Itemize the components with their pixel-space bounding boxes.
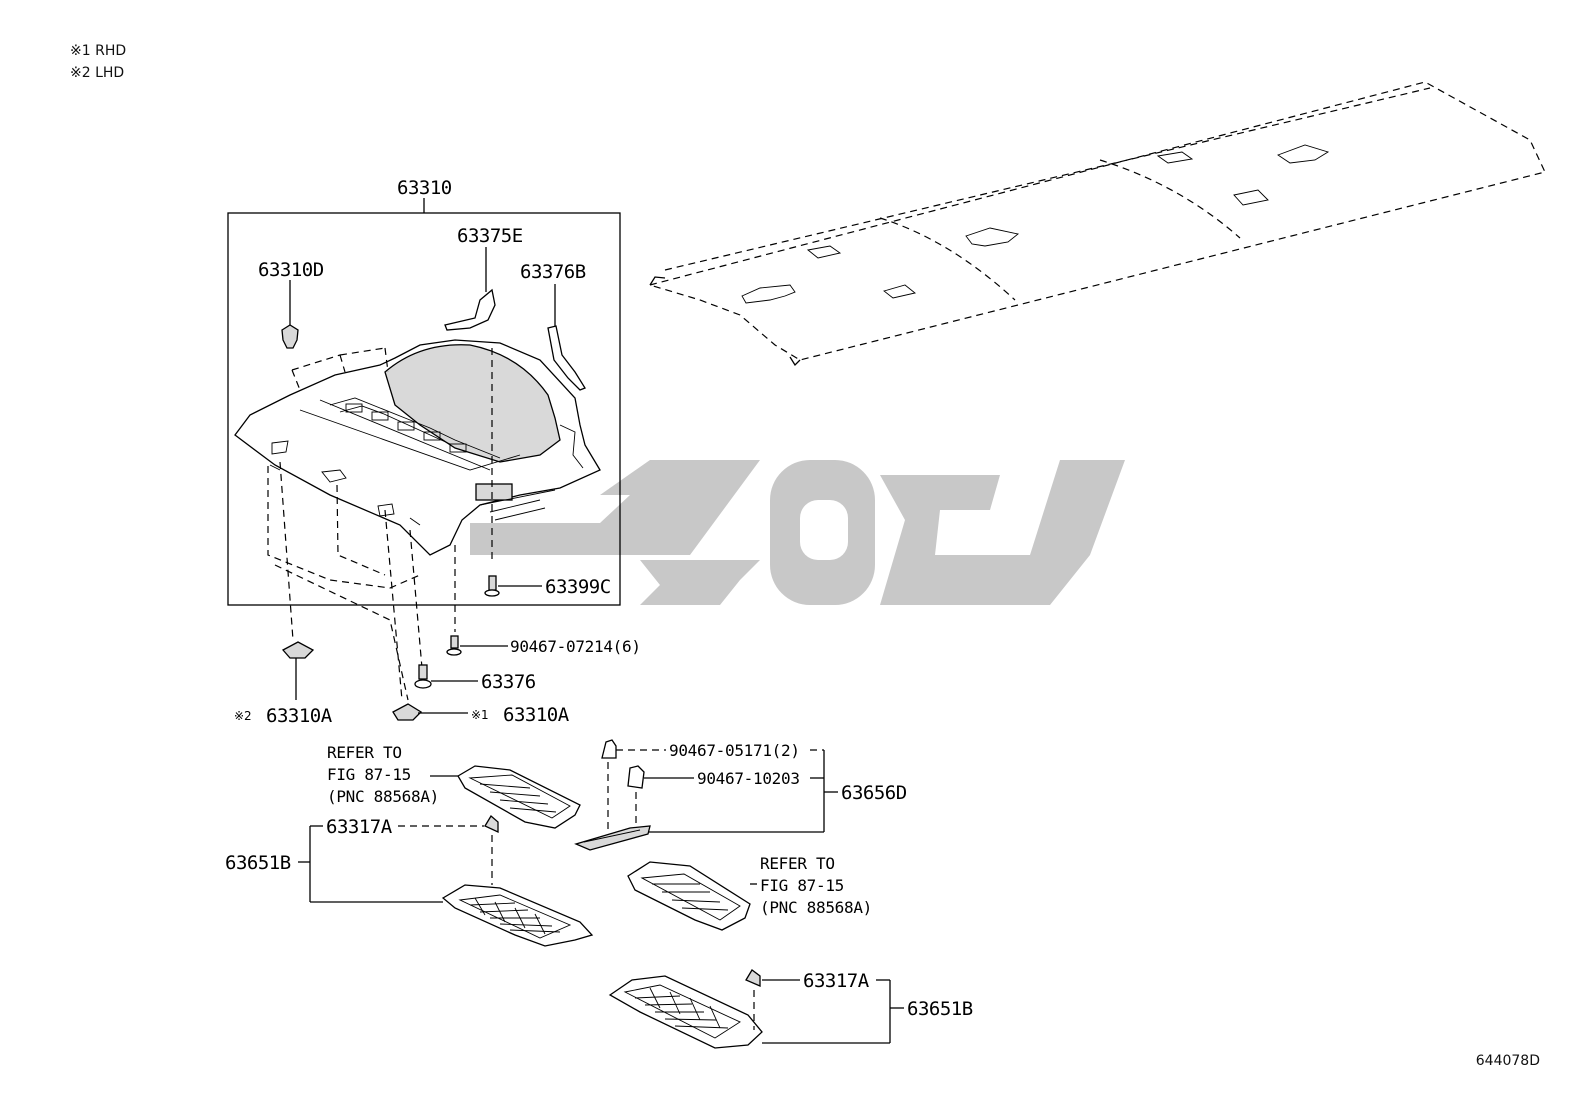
label-63656D: 63656D <box>841 782 907 804</box>
strip-63376B-illustration <box>547 284 586 391</box>
roof-headliner-illustration <box>234 339 601 556</box>
bracket-63375E-illustration <box>444 247 496 331</box>
label-63399C: 63399C <box>545 576 611 598</box>
label-63317A-lower: 63317A <box>803 970 870 992</box>
label-63310A-lhd: 63310A <box>266 705 333 727</box>
assembly-guide-lines <box>267 347 493 701</box>
svg-text:(PNC 88568A): (PNC 88568A) <box>327 787 439 806</box>
clip-63310A-rhd-illustration <box>392 703 468 721</box>
bracket-63651B-upper <box>298 825 443 903</box>
label-63376: 63376 <box>481 671 536 693</box>
clip-90467-10203-illustration <box>627 765 694 826</box>
lens-88568A-left-illustration <box>457 765 581 829</box>
refer-note-right: REFER TO FIG 87-15 (PNC 88568A) <box>760 854 872 917</box>
clip-63310A-lhd-illustration <box>281 641 315 700</box>
bracket-63656D <box>648 749 838 833</box>
legend-item-rhd: ※1 RHD <box>70 43 127 59</box>
svg-text:REFER TO: REFER TO <box>760 854 835 873</box>
label-90467-05171: 90467-05171(2) <box>669 741 800 760</box>
svg-text:(PNC 88568A): (PNC 88568A) <box>760 898 872 917</box>
label-90467-07214: 90467-07214(6) <box>510 637 641 656</box>
label-63376B: 63376B <box>520 261 586 283</box>
label-63310D: 63310D <box>258 259 324 281</box>
label-63310: 63310 <box>397 177 452 199</box>
marker-rhd: ※1 <box>471 708 489 722</box>
legend: ※1 RHD ※2 LHD <box>70 40 126 84</box>
assembly-63310-group: 63310 <box>227 177 621 701</box>
lamp-housing-63651B-upper-illustration <box>441 884 594 947</box>
refer-note-left: REFER TO FIG 87-15 (PNC 88568A) <box>327 743 458 806</box>
screw-63376-illustration <box>414 664 478 689</box>
roof-panel-illustration <box>647 81 1546 367</box>
bracket-63651B-lower <box>762 979 904 1044</box>
lens-88568A-right-illustration <box>627 861 757 931</box>
svg-text:FIG 87-15: FIG 87-15 <box>327 765 411 784</box>
screw-63399C-illustration <box>484 575 542 597</box>
watermark-logo <box>470 460 1125 605</box>
clip-90467-05171-illustration <box>601 739 666 830</box>
label-63310A-rhd: 63310A <box>503 704 570 726</box>
figure-number: 644078D <box>1475 1053 1540 1069</box>
svg-text:FIG 87-15: FIG 87-15 <box>760 876 844 895</box>
strip-63656D-illustration <box>574 825 651 851</box>
label-63651B-lower: 63651B <box>907 998 973 1020</box>
screw-90467-07214-illustration <box>446 635 508 656</box>
label-90467-10203: 90467-10203 <box>697 769 800 788</box>
marker-lhd: ※2 <box>234 709 252 723</box>
label-63375E: 63375E <box>457 225 523 247</box>
svg-text:REFER TO: REFER TO <box>327 743 402 762</box>
label-63651B-upper: 63651B <box>225 852 291 874</box>
legend-item-lhd: ※2 LHD <box>70 65 125 81</box>
label-63317A-upper: 63317A <box>326 816 393 838</box>
clip-63317A-upper-illustration <box>398 815 499 885</box>
clip-63310D-illustration <box>281 280 299 349</box>
clip-63317A-lower-illustration <box>745 969 800 1030</box>
lamp-housing-63651B-lower-illustration <box>608 975 763 1049</box>
